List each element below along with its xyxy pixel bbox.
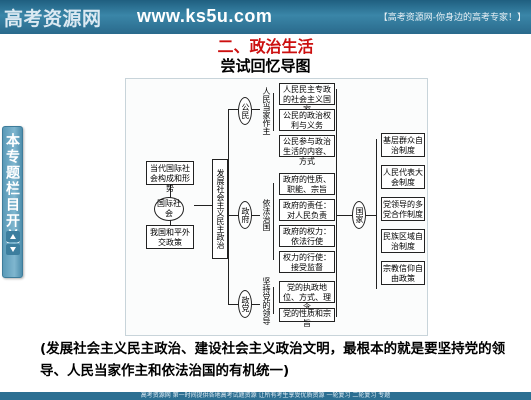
connector-line xyxy=(228,215,238,216)
citizen-node: 公民 xyxy=(238,97,252,125)
connector-line xyxy=(273,183,274,260)
header-slogan: 【高考资源网-你身边的高考专家！】 xyxy=(378,13,526,23)
connector-line xyxy=(273,93,274,131)
rule-of-law-label: 依法治国 xyxy=(262,199,271,231)
party-item: 党的执政地位、方式、理念 xyxy=(279,281,335,312)
connector-line xyxy=(228,109,229,304)
state-item: 党领导的多党合作制度 xyxy=(381,197,425,221)
develop-democracy-box: 发展社会主义民主政治 xyxy=(212,159,228,259)
people-master-label: 人民当家作主 xyxy=(262,87,271,135)
peace-diplomacy-box: 我国和平外交政策 xyxy=(146,225,194,249)
party-item: 党的性质和宗旨 xyxy=(279,308,335,328)
connector-line xyxy=(376,139,377,289)
scroll-up-icon[interactable] xyxy=(6,231,20,242)
government-item: 政府的性质、职能、宗旨 xyxy=(279,173,335,195)
conclusion-text: (发展社会主义民主政治、建设社会主义政治文明，最根本的就是要坚持党的领导、人民当… xyxy=(40,341,506,379)
connector-line xyxy=(252,109,260,110)
international-society-node: 国际社会 xyxy=(154,197,184,221)
people-item: 人民民主专政的社会主义国家 xyxy=(279,83,335,114)
scroll-down-icon[interactable] xyxy=(6,244,20,255)
connector-line xyxy=(336,215,352,216)
topic-column-switch-label: 本专题栏目开关 xyxy=(4,133,20,245)
state-item: 宗教信仰自由政策 xyxy=(381,261,425,285)
diagram-title: 尝试回忆导图 xyxy=(220,57,311,75)
connector-line xyxy=(228,109,238,110)
connector-line xyxy=(366,215,376,216)
connector-line xyxy=(194,205,212,206)
footer-banner xyxy=(0,392,531,400)
people-item: 公民的政治权利与义务 xyxy=(279,109,335,131)
people-item: 公民参与政治生活的内容、方式 xyxy=(279,135,335,166)
party-node: 政党 xyxy=(238,290,252,318)
government-item: 政府的权力：依法行使 xyxy=(279,225,335,247)
state-item: 民族区域自治制度 xyxy=(381,229,425,253)
topic-column-switch[interactable]: 本专题栏目开关 xyxy=(2,126,23,278)
state-item: 基层群众自治制度 xyxy=(381,133,425,157)
section-title: 二、政治生活 xyxy=(217,37,314,56)
government-item: 权力的行使：接受监督 xyxy=(279,251,335,273)
state-node: 国家 xyxy=(352,201,366,229)
government-node: 政府 xyxy=(238,201,252,229)
state-item: 人民代表大会制度 xyxy=(381,165,425,189)
footer-text: 高考资源网 第一时间提供各地高考试题资源 让所有考生享受优质资源 一轮复习 二轮… xyxy=(140,392,391,399)
connector-line xyxy=(228,304,238,305)
site-logo[interactable]: 高考资源网 xyxy=(4,8,102,30)
concept-map: 当代国际社会构成和形势 国际社会 我国和平外交政策 发展社会主义民主政治 公民 … xyxy=(125,78,428,336)
government-item: 政府的责任：对人民负责 xyxy=(279,199,335,221)
world-situation-box: 当代国际社会构成和形势 xyxy=(146,161,194,193)
connector-line xyxy=(273,287,274,314)
site-url[interactable]: www.ks5u.com xyxy=(137,6,273,26)
connector-line xyxy=(252,304,260,305)
party-leadership-label: 坚持党的领导 xyxy=(262,277,271,325)
connector-line xyxy=(336,89,337,317)
header-banner xyxy=(0,0,531,34)
connector-line xyxy=(252,215,260,216)
